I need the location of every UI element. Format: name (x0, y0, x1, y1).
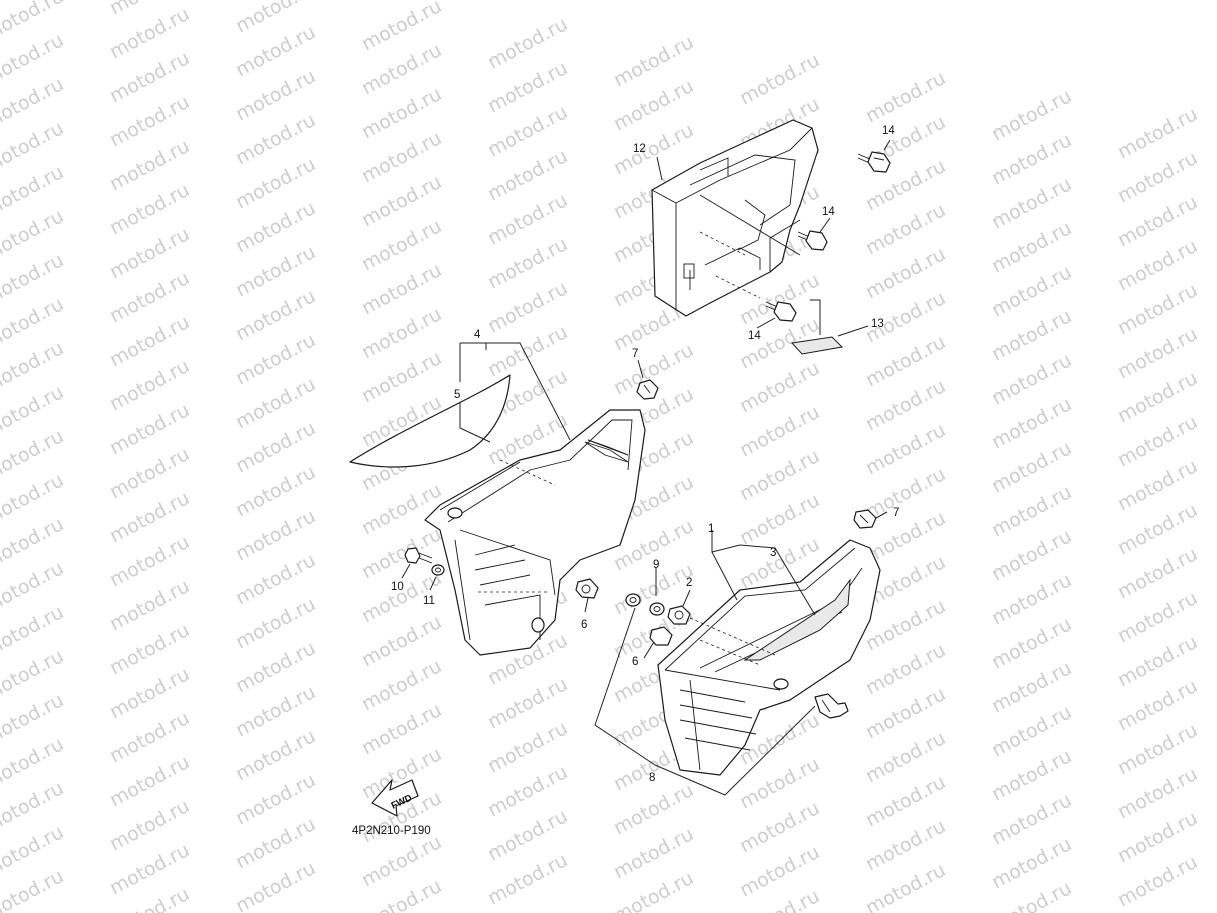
label-6-right: 6 (632, 656, 638, 668)
leaders-top (656, 139, 891, 337)
label-14-mid: 14 (822, 206, 835, 218)
label-3: 3 (770, 547, 776, 559)
right-side-cover (657, 539, 881, 776)
callout-labels: 1 2 3 4 5 6 6 7 7 8 9 10 11 12 13 14 14 … (391, 125, 899, 784)
label-6-left: 6 (581, 619, 587, 631)
label-13: 13 (871, 318, 884, 330)
label-2: 2 (686, 577, 692, 589)
grommet-2 (667, 605, 691, 625)
fastener-right (814, 693, 849, 719)
label-10: 10 (391, 581, 404, 593)
label-8: 8 (649, 772, 655, 784)
label-11: 11 (423, 595, 435, 607)
clip-7-right (853, 509, 877, 529)
label-7-right: 7 (893, 507, 899, 519)
emblem-5 (349, 374, 511, 468)
leaders-left (401, 342, 644, 613)
fwd-arrow: FWD (371, 779, 419, 817)
washer-11 (431, 564, 445, 576)
grommet-6-right (649, 626, 673, 646)
diagram-code: 4P2N210-P190 (352, 825, 431, 837)
bolt-14-low (765, 301, 797, 322)
label-5: 5 (454, 389, 460, 401)
label-14-top: 14 (882, 125, 895, 137)
label-14-low: 14 (748, 330, 761, 342)
leaders-right (594, 511, 888, 796)
bolt-14-mid (797, 230, 828, 251)
clip-7-left (636, 379, 659, 400)
grommet-6-left (575, 578, 599, 599)
label-1: 1 (708, 523, 714, 535)
washer-9 (649, 602, 665, 616)
battery-box (651, 119, 819, 317)
label-12: 12 (633, 143, 646, 155)
label-9: 9 (653, 559, 659, 571)
pad-13 (791, 336, 844, 355)
label-4: 4 (474, 329, 481, 341)
bolt-10 (404, 547, 433, 564)
collar-ring (625, 593, 641, 607)
left-side-cover (424, 409, 646, 656)
bolt-14-top (857, 151, 891, 173)
label-7-left: 7 (632, 348, 638, 360)
